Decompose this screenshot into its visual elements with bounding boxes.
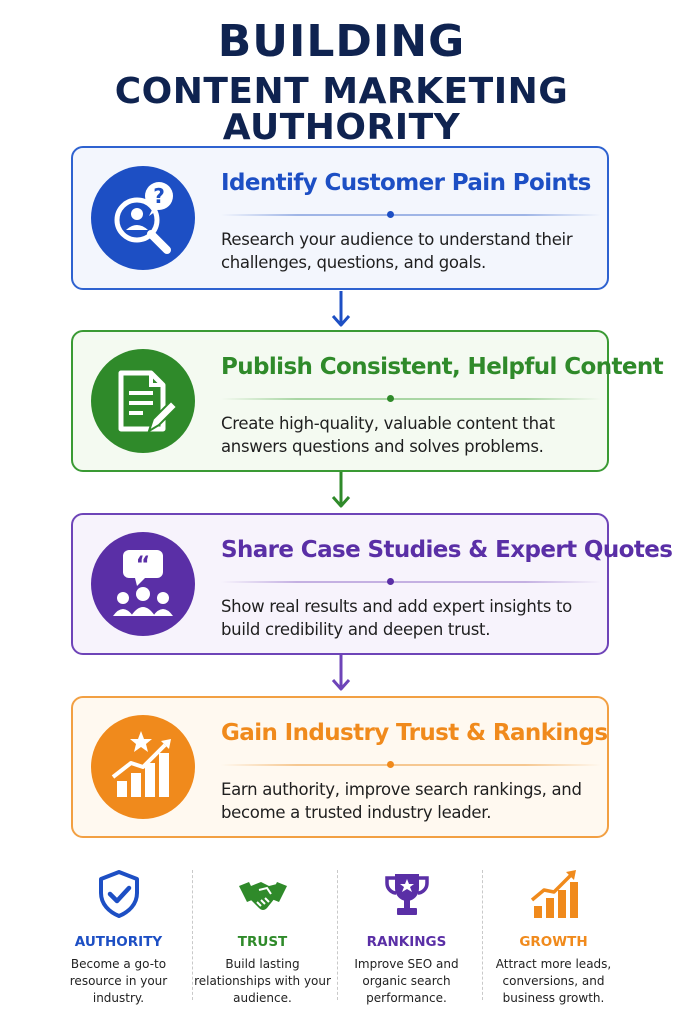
divider xyxy=(221,211,601,218)
step-title: Gain Industry Trust & Rankings xyxy=(221,720,608,746)
step-title: Identify Customer Pain Points xyxy=(221,170,591,196)
benefit-authority: AUTHORITY Become a go-to resource in you… xyxy=(46,868,191,1007)
arrow-down-icon xyxy=(331,472,351,508)
trophy-icon xyxy=(384,874,429,915)
divider xyxy=(221,395,601,402)
separator xyxy=(482,870,483,1000)
benefit-title: TRUST xyxy=(237,934,288,950)
step-card-gain-trust: Gain Industry Trust & Rankings Earn auth… xyxy=(71,696,609,838)
page-subtitle: CONTENT MARKETING AUTHORITY xyxy=(114,71,569,148)
separator xyxy=(192,870,193,1000)
step-title: Share Case Studies & Expert Quotes xyxy=(221,537,673,563)
benefit-description: Attract more leads, conversions, and bus… xyxy=(495,957,612,1005)
svg-text:?: ? xyxy=(153,184,165,208)
quote-people-icon: “ xyxy=(91,532,195,636)
growth-chart-icon xyxy=(530,870,578,918)
shield-check-icon xyxy=(98,870,139,918)
step-description: Create high-quality, valuable content th… xyxy=(221,414,555,456)
benefit-description: Become a go-to resource in your industry… xyxy=(69,957,168,1005)
benefit-description: Build lasting relationships with your au… xyxy=(194,957,331,1005)
step-card-publish-content: Publish Consistent, Helpful Content Crea… xyxy=(71,330,664,472)
benefit-description: Improve SEO and organic search performan… xyxy=(354,957,459,1005)
benefit-title: RANKINGS xyxy=(366,934,447,950)
benefit-title: AUTHORITY xyxy=(74,934,163,950)
growth-chart-star-icon xyxy=(91,715,195,819)
step-card-identify-pain-points: ? Identify Customer Pain Points Research… xyxy=(71,146,609,290)
benefit-title: GROWTH xyxy=(519,934,588,950)
benefit-trust: TRUST Build lasting relationships with y… xyxy=(190,868,335,1007)
arrow-down-icon xyxy=(331,655,351,691)
step-title: Publish Consistent, Helpful Content xyxy=(221,354,664,380)
document-pencil-icon xyxy=(91,349,195,453)
divider xyxy=(221,578,601,585)
svg-text:“: “ xyxy=(136,553,150,578)
step-card-case-studies: “ Share Case Studies & Expert Quotes Sho… xyxy=(71,513,673,655)
page-title: BUILDING xyxy=(217,16,466,67)
separator xyxy=(337,870,338,1000)
benefit-growth: GROWTH Attract more leads, conversions, … xyxy=(481,868,626,1007)
step-description: Research your audience to understand the… xyxy=(221,230,573,272)
handshake-icon xyxy=(238,882,287,910)
step-description: Show real results and add expert insight… xyxy=(221,597,572,639)
divider xyxy=(221,761,601,768)
search-question-icon: ? xyxy=(91,166,195,270)
step-description: Earn authority, improve search rankings,… xyxy=(221,780,582,822)
benefit-rankings: RANKINGS Improve SEO and organic search … xyxy=(334,868,479,1007)
arrow-down-icon xyxy=(331,291,351,327)
